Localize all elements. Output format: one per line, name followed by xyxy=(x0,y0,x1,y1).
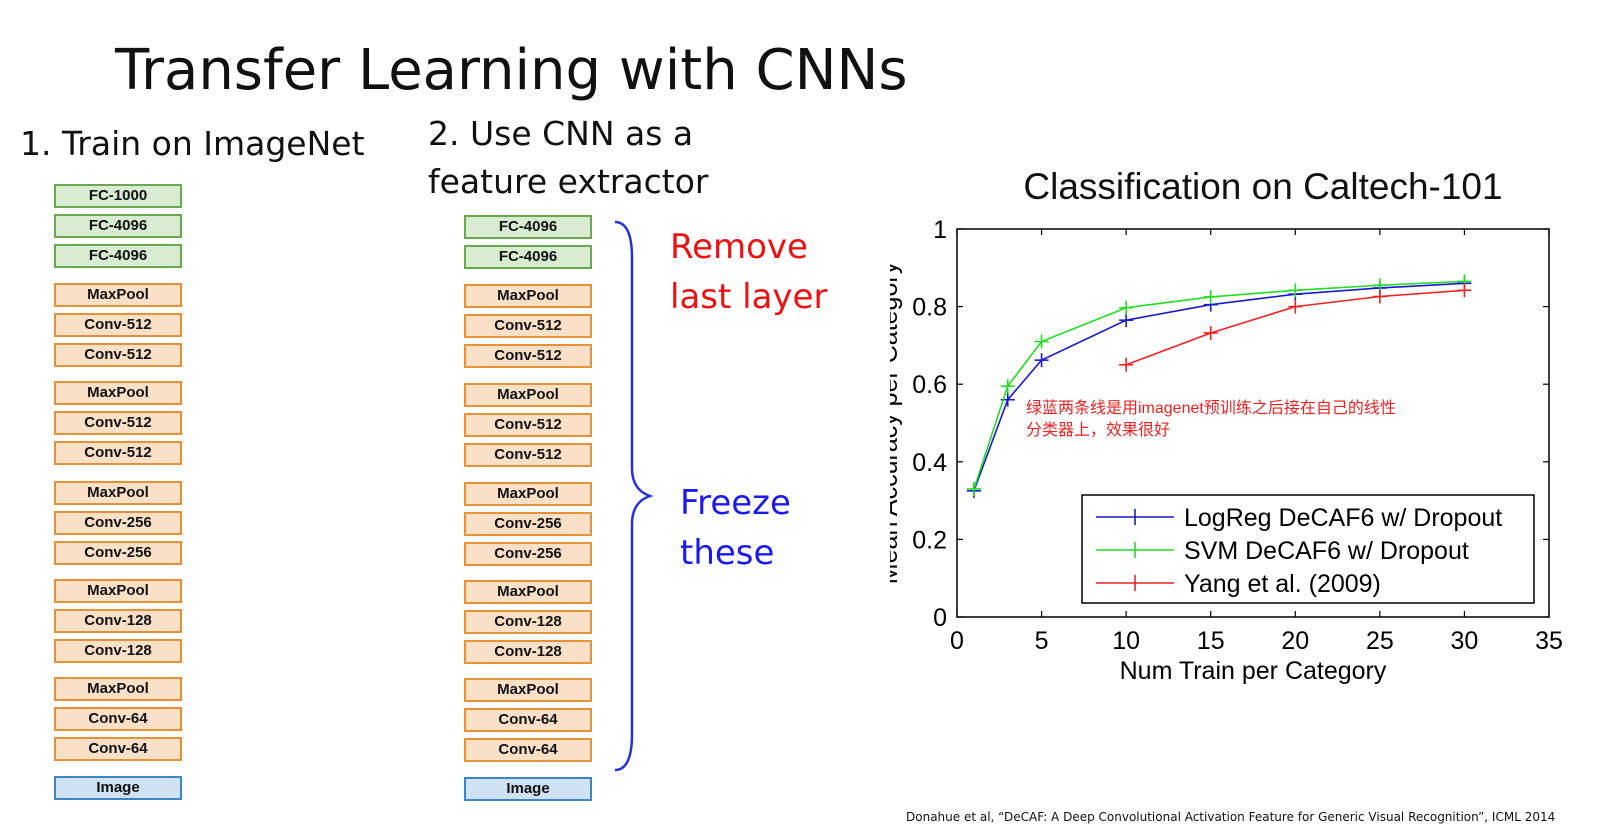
imagenet-layer: Conv-512 xyxy=(54,411,182,435)
step-2-label: 2. Use CNN as a feature extractor xyxy=(428,110,708,206)
y-tick-label: 1 xyxy=(933,216,947,244)
series-line xyxy=(973,282,1465,492)
step-1-label: 1. Train on ImageNet xyxy=(20,124,365,163)
imagenet-layer: Conv-256 xyxy=(54,541,182,565)
imagenet-layer: FC-4096 xyxy=(54,244,182,268)
y-tick-label: 0 xyxy=(933,604,947,632)
data-point xyxy=(1000,379,1015,394)
legend-label: Yang et al. (2009) xyxy=(1184,570,1381,598)
imagenet-layer: MaxPool xyxy=(54,579,182,603)
chart-annotation: 绿蓝两条线是用imagenet预训练之后接在自己的线性 xyxy=(1026,399,1396,417)
legend-label: SVM DeCAF6 w/ Dropout xyxy=(1184,537,1469,565)
imagenet-layer: MaxPool xyxy=(54,381,182,405)
data-point xyxy=(1372,289,1387,304)
data-point xyxy=(1034,334,1049,349)
legend-box xyxy=(1081,494,1535,604)
citation: Donahue et al, “DeCAF: A Deep Convolutio… xyxy=(906,810,1556,824)
extractor-layer: Conv-512 xyxy=(464,344,592,368)
imagenet-layer: MaxPool xyxy=(54,677,182,701)
extractor-layer: Conv-512 xyxy=(464,314,592,338)
data-point xyxy=(1119,300,1134,315)
extractor-layer: FC-4096 xyxy=(464,215,592,239)
x-tick-label: 10 xyxy=(1112,627,1140,655)
imagenet-layer: Conv-512 xyxy=(54,343,182,367)
extractor-layer: FC-4096 xyxy=(464,245,592,269)
x-tick-label: 5 xyxy=(1035,627,1049,655)
data-point xyxy=(1203,289,1218,304)
x-axis-label: Num Train per Category xyxy=(1120,657,1387,685)
x-tick-label: 15 xyxy=(1197,627,1225,655)
brace-path xyxy=(614,220,654,772)
data-point xyxy=(1288,283,1303,298)
extractor-layer: MaxPool xyxy=(464,284,592,308)
extractor-layer: Conv-256 xyxy=(464,512,592,536)
remove-line-2: last layer xyxy=(670,277,828,317)
imagenet-layer: Image xyxy=(54,776,182,800)
extractor-layer: Conv-128 xyxy=(464,640,592,664)
freeze-brace xyxy=(614,220,654,772)
x-tick-label: 0 xyxy=(950,627,964,655)
imagenet-layer: Conv-256 xyxy=(54,511,182,535)
imagenet-layer: Conv-64 xyxy=(54,707,182,731)
legend-label: LogReg DeCAF6 w/ Dropout xyxy=(1184,504,1502,532)
x-tick-label: 20 xyxy=(1281,627,1309,655)
imagenet-layer: FC-1000 xyxy=(54,184,182,208)
series-line xyxy=(973,280,1465,490)
remove-last-layer-note: Remove last layer xyxy=(670,222,827,322)
y-tick-label: 0.8 xyxy=(912,294,947,322)
data-point xyxy=(1119,357,1134,372)
extractor-layer: Conv-256 xyxy=(464,542,592,566)
imagenet-layer: Conv-128 xyxy=(54,639,182,663)
extractor-layer: MaxPool xyxy=(464,383,592,407)
x-tick-label: 30 xyxy=(1451,627,1479,655)
imagenet-layer: Conv-128 xyxy=(54,609,182,633)
x-tick-label: 25 xyxy=(1366,627,1394,655)
remove-line-1: Remove xyxy=(670,227,808,267)
imagenet-layer: Conv-512 xyxy=(54,313,182,337)
extractor-layer: Conv-128 xyxy=(464,610,592,634)
freeze-line-1: Freeze xyxy=(680,483,791,523)
x-tick-label: 35 xyxy=(1535,627,1563,655)
plot-frame xyxy=(956,228,1550,618)
extractor-layer: MaxPool xyxy=(464,482,592,506)
extractor-layer: Conv-512 xyxy=(464,413,592,437)
step-2-line-1: 2. Use CNN as a xyxy=(428,114,694,153)
extractor-layer: MaxPool xyxy=(464,678,592,702)
y-axis-label: Mean Accuracy per Category xyxy=(890,261,903,584)
chart-annotation: 分类器上，效果很好 xyxy=(1026,421,1170,439)
data-point xyxy=(966,481,981,496)
extractor-layer: Conv-512 xyxy=(464,443,592,467)
y-tick-label: 0.4 xyxy=(912,449,947,477)
extractor-layer: MaxPool xyxy=(464,580,592,604)
data-point xyxy=(1203,325,1218,340)
imagenet-layer: MaxPool xyxy=(54,481,182,505)
data-point xyxy=(1119,313,1134,328)
imagenet-layer: FC-4096 xyxy=(54,214,182,238)
imagenet-layer: Conv-512 xyxy=(54,441,182,465)
y-tick-label: 0.2 xyxy=(912,526,947,554)
data-point xyxy=(1288,299,1303,314)
chart-title: Classification on Caltech-101 xyxy=(1023,166,1502,207)
step-2-line-2: feature extractor xyxy=(428,162,709,201)
extractor-layer: Conv-64 xyxy=(464,738,592,762)
slide-title: Transfer Learning with CNNs xyxy=(115,38,908,103)
extractor-layer: Conv-64 xyxy=(464,708,592,732)
y-tick-label: 0.6 xyxy=(912,371,947,399)
extractor-layer: Image xyxy=(464,777,592,801)
imagenet-layer: Conv-64 xyxy=(54,737,182,761)
data-point xyxy=(1457,283,1472,298)
data-point xyxy=(1034,353,1049,368)
imagenet-layer: MaxPool xyxy=(54,283,182,307)
freeze-line-2: these xyxy=(680,533,775,573)
freeze-these-note: Freeze these xyxy=(680,478,791,578)
